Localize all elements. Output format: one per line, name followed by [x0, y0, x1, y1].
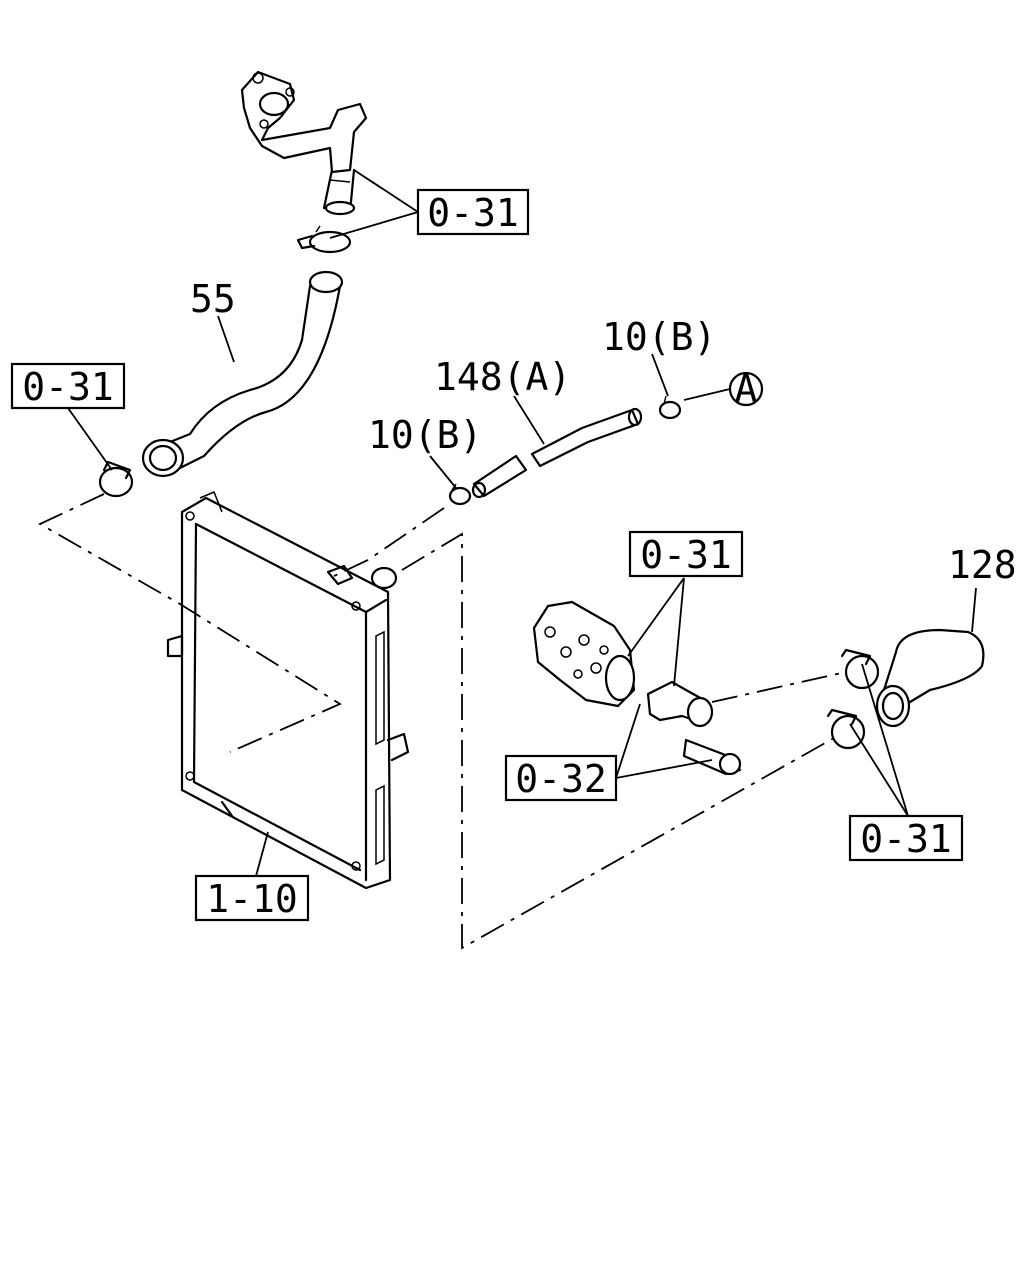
assembly-phantom-lines	[38, 493, 847, 950]
ref-box-0-32: 0-32	[504, 754, 618, 802]
ref-0-31-right-label: 0-31	[860, 817, 952, 861]
water-pump-housing	[532, 600, 742, 776]
ref-box-1-10: 1-10	[194, 874, 310, 922]
ref-1-10-label: 1-10	[206, 877, 298, 921]
ref-box-0-31-top: 0-31	[416, 188, 530, 236]
leader-lines	[67, 169, 977, 877]
ref-0-31-mid-label: 0-31	[640, 533, 732, 577]
ref-0-31-top-label: 0-31	[427, 191, 519, 235]
part-10b-right-label: 10(B)	[602, 315, 716, 359]
ref-box-0-31-mid: 0-31	[628, 530, 744, 578]
ref-0-32-label: 0-32	[515, 757, 607, 801]
hose-clamp-top	[296, 225, 352, 254]
ref-0-31-left-label: 0-31	[22, 365, 114, 409]
part-10b-left-label: 10(B)	[368, 413, 482, 457]
part-55-label: 55	[190, 277, 236, 321]
part-148a-label: 148(A)	[434, 355, 571, 399]
ref-box-0-31-right: 0-31	[848, 814, 964, 862]
water-hose-128	[875, 628, 985, 728]
small-clamp-right	[658, 395, 682, 420]
bypass-hose-148a	[471, 407, 643, 499]
hose-clamp-right-lower	[826, 708, 866, 750]
part-128-label: 128	[948, 543, 1017, 587]
ref-box-0-31-left: 0-31	[10, 362, 126, 410]
water-outlet-pipe	[240, 70, 368, 216]
small-clamp-left	[448, 483, 472, 506]
radiator-assembly	[166, 491, 410, 890]
hose-clamp-right-upper	[840, 648, 880, 690]
radiator-inlet-hose-55	[141, 270, 344, 478]
hose-clamp-left	[98, 460, 134, 498]
connection-marker-a: A	[728, 367, 764, 411]
marker-a-label: A	[735, 367, 758, 411]
